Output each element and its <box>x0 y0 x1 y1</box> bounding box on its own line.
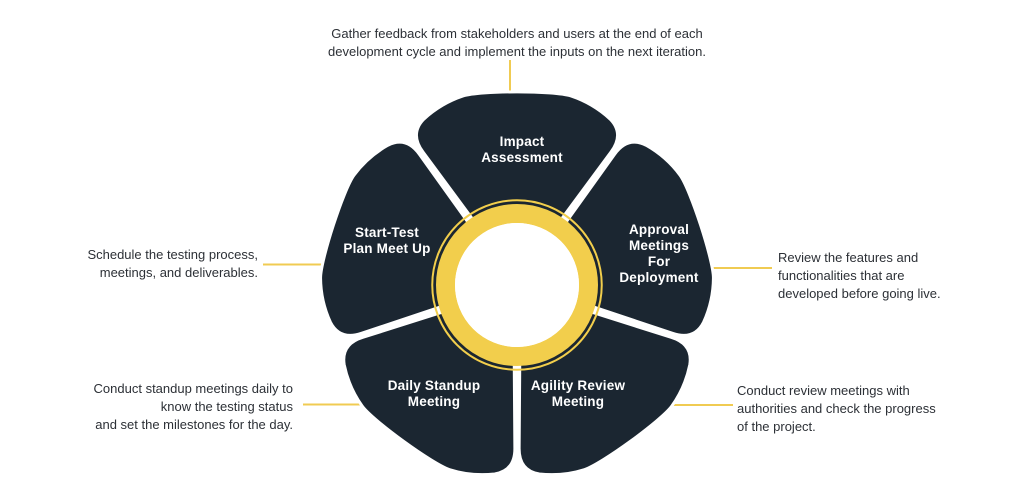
petal-label-approval-meetings: Approval Meetings For Deployment <box>619 222 699 285</box>
annotation-start-test-plan: Schedule the testing process, meetings, … <box>87 247 258 280</box>
center-ring <box>436 204 598 366</box>
flower-center <box>431 199 603 371</box>
annotation-approval-meetings: Review the features and functionalities … <box>778 250 941 301</box>
center-ring-outer <box>431 199 603 371</box>
petal-label-agility-review: Agility Review Meeting <box>530 378 626 409</box>
annotation-agility-review: Conduct review meetings with authorities… <box>737 383 936 434</box>
annotation-daily-standup: Conduct standup meetings daily to know t… <box>93 381 293 432</box>
petal-label-daily-standup: Daily Standup Meeting <box>387 378 481 409</box>
petal-label-impact-assessment: Impact Assessment <box>481 134 563 165</box>
petal-label-start-test-plan: Start-Test Plan Meet Up <box>343 225 431 256</box>
center-circle <box>455 223 579 347</box>
annotation-impact-assessment: Gather feedback from stakeholders and us… <box>328 26 706 59</box>
